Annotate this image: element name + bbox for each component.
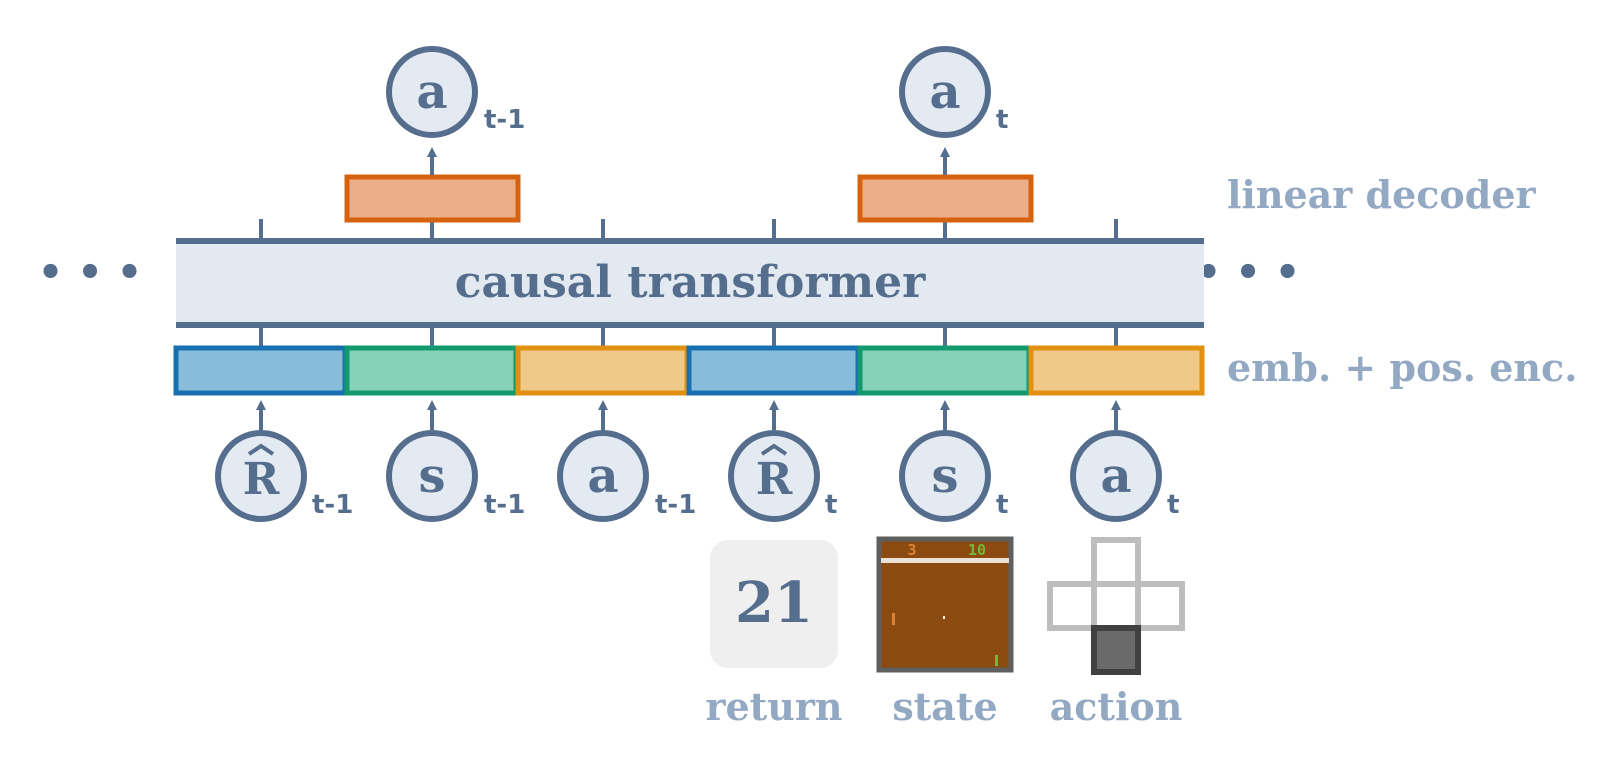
input-node-action-t-minus-1: a t-1: [557, 430, 696, 522]
dpad-icon: [1047, 537, 1185, 631]
input-symbol: R: [756, 454, 793, 505]
input-symbol: s: [418, 448, 445, 504]
input-subscript: t: [1167, 490, 1179, 520]
pong-right-paddle: [995, 655, 998, 666]
embedding-action-t-minus-1: [515, 345, 690, 396]
output-arrows: [427, 147, 950, 175]
transformer-label: causal transformer: [455, 257, 926, 308]
embedding-label: emb. + pos. enc.: [1227, 345, 1577, 390]
output-node-a-t-minus-1: a t-1: [386, 46, 525, 138]
input-node-state-t: s t: [899, 430, 1008, 522]
action-caption: action: [1050, 684, 1183, 729]
ellipsis-left: • • •: [38, 249, 143, 296]
input-node-action-t: a t: [1070, 430, 1179, 522]
state-caption: state: [892, 684, 997, 729]
pong-top-wall: [881, 558, 1009, 563]
return-value: 21: [735, 570, 813, 636]
linear-decoder-t: [857, 174, 1034, 223]
input-subscript: t: [825, 490, 837, 520]
hat-mark: [247, 443, 275, 456]
embedding-row: [173, 345, 1205, 396]
input-symbol: a: [1100, 448, 1131, 504]
input-subscript: t-1: [484, 490, 525, 520]
pong-ball: [943, 616, 945, 619]
input-arrows: [256, 400, 1121, 430]
output-subscript: t-1: [484, 105, 525, 135]
output-ticks: [259, 219, 1118, 239]
output-subscript: t: [996, 105, 1008, 135]
causal-transformer-block: causal transformer: [176, 238, 1204, 328]
state-example: 3 10 state: [876, 536, 1014, 729]
input-node-state-t-minus-1: s t-1: [386, 430, 525, 522]
return-example: 21 return: [705, 540, 843, 729]
input-subscript: t-1: [312, 490, 353, 520]
return-value-card: [710, 540, 838, 668]
return-caption: return: [705, 684, 842, 729]
input-symbol: R: [243, 454, 280, 505]
output-node-a-t: a t: [899, 46, 1008, 138]
embedding-action-t: [1028, 345, 1205, 396]
output-symbol: a: [929, 64, 960, 120]
output-symbol: a: [416, 64, 447, 120]
input-symbol: s: [931, 448, 958, 504]
input-subscript: t: [996, 490, 1008, 520]
embedding-state-t: [857, 345, 1032, 396]
embedding-return-t-minus-1: [173, 345, 348, 396]
embedding-return-t: [686, 345, 861, 396]
input-node-return-t: R t: [728, 430, 837, 522]
pong-score-right: 10: [968, 541, 986, 559]
action-example: action: [1047, 537, 1185, 729]
embedding-state-t-minus-1: [344, 345, 519, 396]
input-node-return-t-minus-1: R t-1: [215, 430, 353, 522]
input-symbol: a: [587, 448, 618, 504]
hat-mark: [760, 443, 788, 456]
ellipsis-right: • • •: [1196, 249, 1301, 296]
pong-left-paddle: [892, 613, 895, 625]
dpad-pressed-down: [1091, 625, 1141, 675]
input-subscript: t-1: [655, 490, 696, 520]
pong-score-left: 3: [907, 541, 916, 559]
input-ticks: [259, 327, 1118, 348]
linear-decoder-t-minus-1: [344, 174, 521, 223]
linear-decoder-label: linear decoder: [1227, 172, 1537, 217]
